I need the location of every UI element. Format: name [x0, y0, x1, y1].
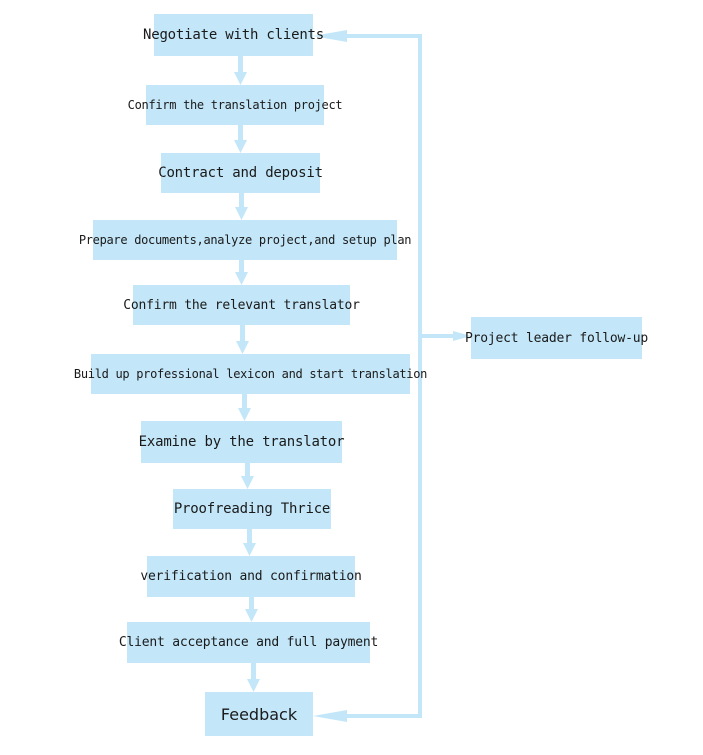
arrow-head-6 — [238, 408, 251, 421]
step-confirm-relevant-translator: Confirm the relevant translator — [123, 285, 360, 325]
loop-bottom-arrow-head — [313, 710, 347, 722]
arrow-shaft-1 — [238, 56, 243, 74]
step-examine-by-translator: Examine by the translator — [138, 421, 345, 463]
arrow-shaft-3 — [239, 193, 244, 209]
down-arrows — [234, 56, 260, 692]
arrow-shaft-7 — [245, 463, 250, 478]
step-label: Confirm the relevant translator — [123, 297, 360, 313]
loop-top-line — [345, 34, 422, 38]
step-label: Proofreading Thrice — [173, 501, 331, 517]
side-branch-arrow-head — [453, 331, 471, 341]
step-label: Feedback — [220, 704, 298, 724]
arrow-shaft-5 — [240, 325, 245, 343]
step-confirm-translation-project: Confirm the translation project — [128, 85, 343, 125]
step-feedback: Feedback — [205, 692, 313, 736]
arrow-shaft-9 — [249, 597, 254, 611]
arrow-head-1 — [234, 72, 247, 85]
arrow-head-3 — [235, 207, 248, 220]
step-prepare-documents: Prepare documents,analyze project,and se… — [79, 220, 412, 260]
arrow-shaft-6 — [242, 394, 247, 410]
step-label: Build up professional lexicon and start … — [73, 367, 428, 381]
loop-vertical-line — [418, 34, 422, 718]
arrow-head-5 — [236, 341, 249, 354]
arrow-head-2 — [234, 140, 247, 153]
step-negotiate-with-clients: Negotiate with clients — [143, 14, 324, 56]
loop-bottom-line — [345, 714, 422, 718]
feedback-loop — [313, 30, 471, 722]
arrow-shaft-8 — [247, 529, 252, 545]
step-client-acceptance: Client acceptance and full payment — [119, 622, 378, 663]
step-proofreading-thrice: Proofreading Thrice — [173, 489, 331, 529]
step-label: Client acceptance and full payment — [118, 635, 379, 650]
step-label: Confirm the translation project — [127, 98, 343, 112]
step-label: Examine by the translator — [138, 434, 345, 450]
loop-top-arrow-head — [313, 30, 347, 42]
step-label: Contract and deposit — [158, 165, 323, 181]
step-label: verification and confirmation — [140, 569, 362, 584]
arrow-head-7 — [241, 476, 254, 489]
arrow-head-4 — [235, 272, 248, 285]
arrow-head-10 — [247, 679, 260, 692]
arrow-head-9 — [245, 609, 258, 622]
step-label: Negotiate with clients — [142, 27, 325, 43]
arrow-shaft-2 — [238, 125, 243, 142]
side-node-project-leader-follow-up: Project leader follow-up — [465, 317, 648, 359]
arrow-head-8 — [243, 543, 256, 556]
step-contract-and-deposit: Contract and deposit — [158, 153, 323, 193]
step-build-lexicon: Build up professional lexicon and start … — [74, 354, 427, 394]
side-node-label: Project leader follow-up — [464, 330, 649, 346]
step-verification-and-confirmation: verification and confirmation — [140, 556, 362, 597]
side-branch-line — [422, 334, 455, 338]
step-label: Prepare documents,analyze project,and se… — [78, 233, 412, 247]
arrow-shaft-10 — [251, 663, 256, 681]
arrow-shaft-4 — [239, 260, 244, 274]
